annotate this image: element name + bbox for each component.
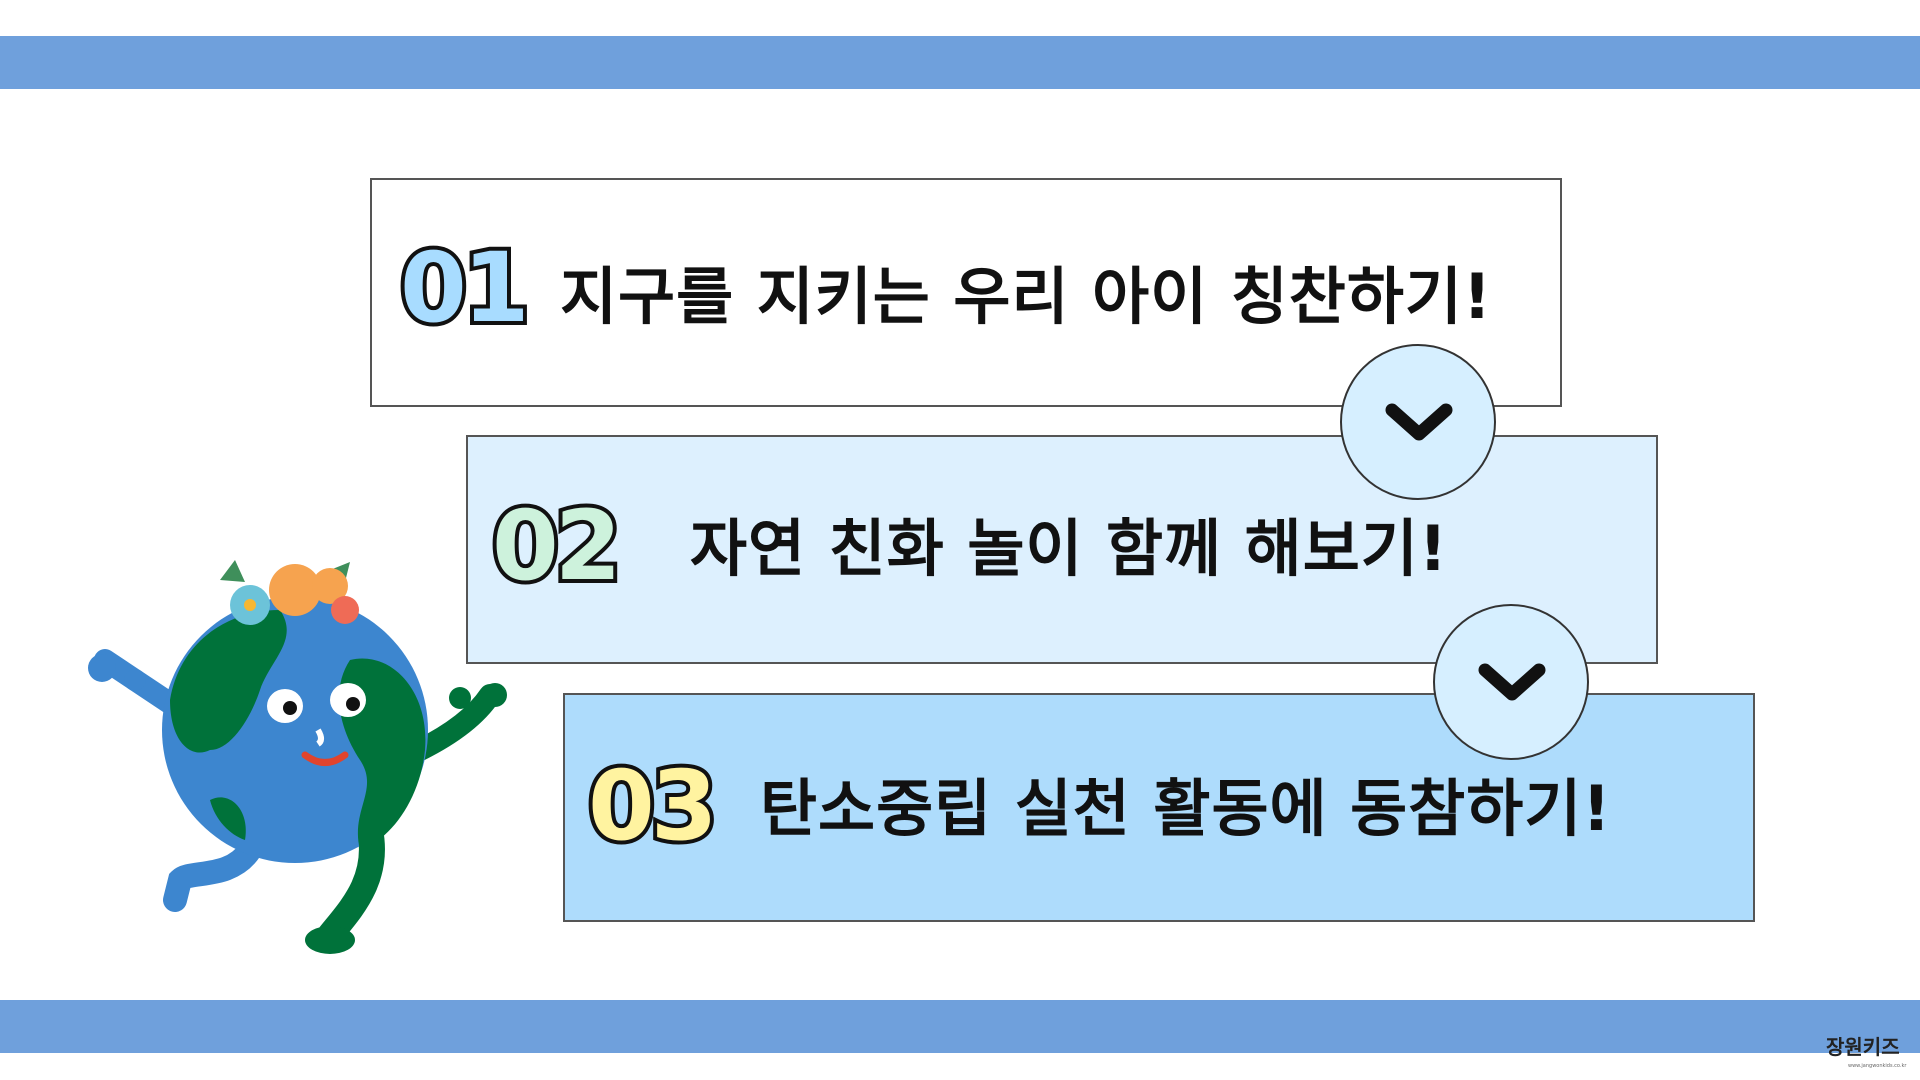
chevron-connector-2	[1433, 604, 1589, 760]
step-number-2: 02	[488, 490, 626, 602]
step-number-1: 01	[396, 232, 534, 344]
bottom-banner-bar	[0, 1000, 1920, 1053]
logo-text: 장원키즈	[1826, 1035, 1900, 1059]
chevron-connector-1	[1340, 344, 1496, 500]
logo-url: www.jangwonkids.co.kr	[1848, 1063, 1907, 1069]
step-text-2: 자연 친화 놀이 함께 해보기!	[690, 512, 1449, 585]
chevron-down-icon	[1385, 403, 1453, 441]
step-text-3: 탄소중립 실천 활동에 동참하기!	[760, 772, 1612, 845]
step-number-3: 03	[584, 750, 722, 862]
earth-character-illustration	[88, 560, 507, 954]
brand-logo: 장원키즈 www.jangwonkids.co.kr	[1826, 1036, 1916, 1076]
top-banner-bar	[0, 36, 1920, 89]
step-text-1: 지구를 지키는 우리 아이 칭찬하기!	[560, 260, 1493, 333]
chevron-down-icon	[1478, 663, 1546, 701]
